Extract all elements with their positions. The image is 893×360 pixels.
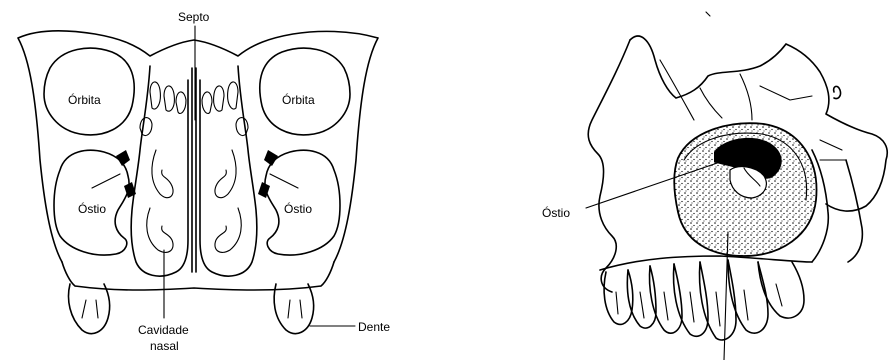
ostium-mark-right-upper bbox=[264, 150, 278, 166]
lateral-maxilla-diagram: Óstio bbox=[542, 12, 887, 360]
alveolar-ridge bbox=[600, 256, 812, 270]
turbinate-inferior-right bbox=[215, 208, 241, 252]
orbit-right bbox=[260, 48, 350, 135]
orbit-left bbox=[44, 48, 134, 135]
orbit-right-label: Órbita bbox=[282, 92, 315, 107]
coronal-section-diagram: Septo Órbita Órbita Óstio Óstio Cavidade… bbox=[18, 10, 390, 353]
infraorbital-foramen bbox=[834, 86, 841, 98]
maxilla-floor bbox=[62, 262, 334, 290]
ostium-mark-left-upper bbox=[116, 150, 130, 166]
tooth-right bbox=[274, 284, 314, 334]
nasal-wall-right bbox=[200, 66, 257, 276]
ethmoid-cells-left bbox=[140, 82, 186, 136]
septum-label: Septo bbox=[178, 10, 210, 24]
tooth-label: Dente bbox=[358, 320, 390, 334]
ethmoid-cells-right bbox=[202, 82, 248, 136]
nasal-cavity-label-line2: nasal bbox=[150, 339, 179, 353]
ostium-left-label: Óstio bbox=[78, 201, 106, 216]
ostium-lateral-label: Óstio bbox=[542, 205, 570, 220]
nasal-cavity-label-line1: Cavidade bbox=[138, 323, 189, 337]
turbinate-middle-left bbox=[152, 150, 173, 198]
turbinate-inferior-left bbox=[147, 208, 173, 252]
tooth-left bbox=[69, 284, 110, 334]
orbit-left-label: Órbita bbox=[68, 92, 101, 107]
zygomatic-process bbox=[812, 150, 862, 262]
ostium-left-leader bbox=[92, 174, 120, 188]
turbinate-middle-right bbox=[215, 150, 236, 198]
nasal-wall-left bbox=[131, 66, 188, 276]
ostium-right-label: Óstio bbox=[284, 201, 312, 216]
nasal-bone-outline bbox=[588, 40, 630, 292]
ostium-right-leader bbox=[270, 174, 298, 188]
upper-teeth-row bbox=[604, 260, 804, 340]
skull-outline bbox=[18, 31, 378, 262]
